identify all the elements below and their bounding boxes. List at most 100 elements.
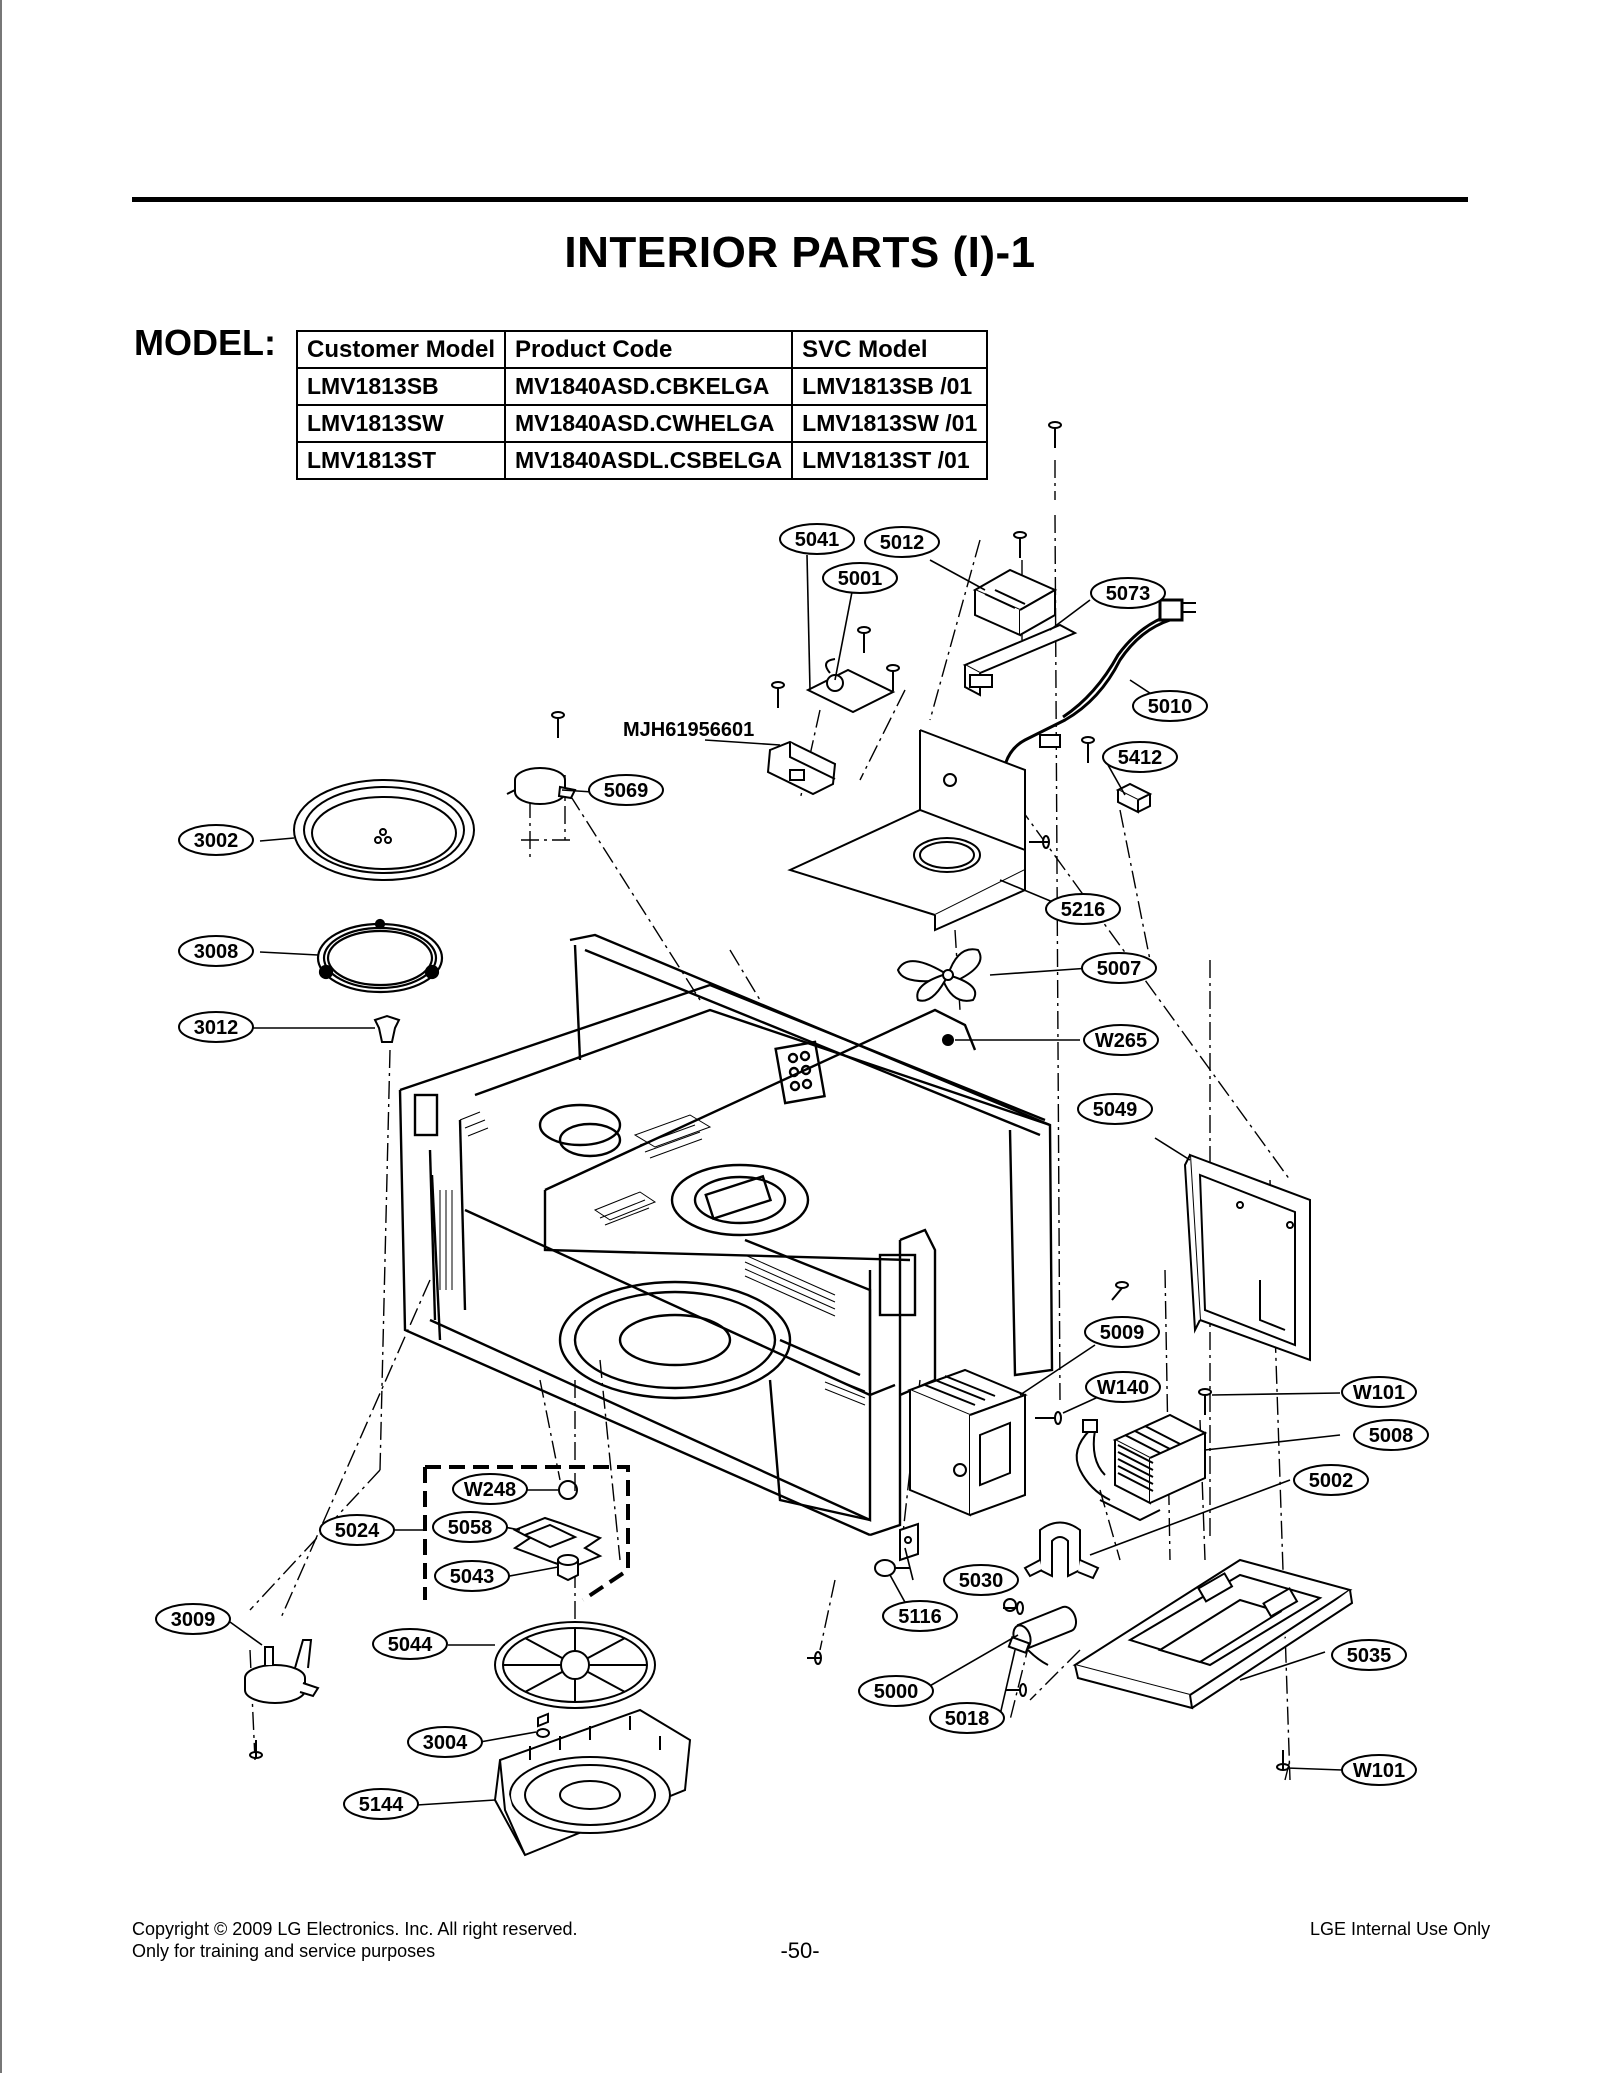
model-table: Customer Model Product Code SVC Model LM… bbox=[295, 330, 989, 480]
air-guide-5216 bbox=[787, 729, 1026, 932]
callout-oval bbox=[1132, 690, 1208, 722]
screw-icon bbox=[249, 1740, 263, 1759]
bracket-5073 bbox=[962, 623, 1078, 697]
callout-text: 3002 bbox=[194, 830, 239, 852]
part-callout-5012: 5012 bbox=[864, 526, 940, 558]
svc-model-cell: LMV1813SW /01 bbox=[791, 404, 989, 443]
roller-3004 bbox=[536, 1712, 550, 1738]
part-callout-5073: 5073 bbox=[1090, 577, 1166, 609]
power-cord-5010 bbox=[1003, 598, 1196, 766]
part-callout-3004: 3004 bbox=[407, 1726, 483, 1758]
part-callout-5000: 5000 bbox=[858, 1675, 934, 1707]
callout-oval bbox=[178, 1011, 254, 1043]
screw-icon bbox=[1035, 1411, 1062, 1425]
callout-text: 5043 bbox=[450, 1566, 495, 1588]
callout-text: 5073 bbox=[1106, 583, 1151, 605]
callout-text: 5058 bbox=[448, 1517, 493, 1539]
stirrer-motor-5069 bbox=[506, 767, 577, 805]
part-callout-5058: 5058 bbox=[432, 1511, 508, 1543]
turntable-motor-3009 bbox=[244, 1639, 320, 1704]
callout-oval bbox=[864, 526, 940, 558]
callout-oval bbox=[882, 1600, 958, 1632]
customer-model-cell: LMV1813SB bbox=[295, 367, 507, 406]
callout-oval bbox=[434, 1560, 510, 1592]
model-label: MODEL: bbox=[134, 322, 276, 363]
callout-text: 5412 bbox=[1118, 747, 1163, 769]
assembly-5024-box bbox=[423, 1465, 630, 1602]
callout-text: 5001 bbox=[838, 568, 883, 590]
product-code-cell: MV1840ASDL.CSBELGA bbox=[504, 441, 794, 480]
svc-model-cell: LMV1813SB /01 bbox=[791, 367, 989, 406]
callout-oval bbox=[452, 1473, 528, 1505]
callout-oval bbox=[1353, 1419, 1429, 1451]
callout-text: 5216 bbox=[1061, 899, 1106, 921]
callout-oval bbox=[1090, 577, 1166, 609]
copyright-text: Copyright © 2009 LG Electronics. Inc. Al… bbox=[132, 1919, 578, 1939]
callout-text: 3004 bbox=[423, 1732, 468, 1754]
turntable-support-5044 bbox=[494, 1621, 656, 1709]
part-callout-5041: 5041 bbox=[779, 523, 855, 555]
callout-oval bbox=[943, 1564, 1019, 1596]
callout-text: 5009 bbox=[1100, 1322, 1145, 1344]
callout-oval bbox=[779, 523, 855, 555]
part-callout-5018: 5018 bbox=[929, 1702, 1005, 1734]
callout-text: 5018 bbox=[945, 1708, 990, 1730]
shaft-5043 bbox=[557, 1554, 579, 1582]
part-callout-5035: 5035 bbox=[1331, 1639, 1407, 1671]
vent-grilles bbox=[439, 1111, 866, 1406]
part-number-label: MJH61956601 bbox=[623, 719, 754, 741]
product-code-cell: MV1840ASD.CBKELGA bbox=[504, 367, 794, 406]
fuse-holder-5030 bbox=[899, 1522, 919, 1562]
callout-text: 5012 bbox=[880, 532, 925, 554]
callout-text: W101 bbox=[1353, 1760, 1405, 1782]
callout-text: 5069 bbox=[604, 780, 649, 802]
screw-icon bbox=[1081, 736, 1095, 763]
side-panel-5049 bbox=[1183, 1153, 1311, 1362]
callout-text: 5007 bbox=[1097, 958, 1142, 980]
screw-icon bbox=[771, 681, 785, 708]
terminal-block-5012 bbox=[972, 568, 1058, 637]
callout-text: 5041 bbox=[795, 529, 840, 551]
callout-text: 5000 bbox=[874, 1681, 919, 1703]
callout-oval bbox=[1102, 741, 1178, 773]
internal-use-note: LGE Internal Use Only bbox=[1310, 1919, 1491, 1939]
part-callout-w140: W140 bbox=[1085, 1371, 1161, 1403]
callout-oval bbox=[372, 1628, 448, 1660]
part-callout-5116: 5116 bbox=[882, 1600, 958, 1632]
screw-icon bbox=[1198, 1388, 1212, 1415]
part-callout-5002: 5002 bbox=[1293, 1464, 1369, 1496]
part-callout-w101: W101 bbox=[1341, 1754, 1417, 1786]
callout-text: 3012 bbox=[194, 1017, 239, 1039]
screw-icon bbox=[1029, 835, 1050, 849]
glass-tray-3002 bbox=[293, 779, 475, 881]
part-callout-5001: 5001 bbox=[822, 562, 898, 594]
callout-text: 5035 bbox=[1347, 1645, 1392, 1667]
washer-w248 bbox=[558, 1480, 578, 1500]
sensor-5412 bbox=[1115, 782, 1153, 814]
callout-oval bbox=[178, 824, 254, 856]
callout-oval bbox=[929, 1702, 1005, 1734]
screw-icon bbox=[886, 664, 900, 691]
coupler-3012 bbox=[373, 1014, 401, 1043]
training-note: Only for training and service purposes bbox=[132, 1941, 436, 1961]
callout-oval bbox=[1083, 1024, 1159, 1056]
callout-text: W140 bbox=[1097, 1377, 1149, 1399]
callout-oval bbox=[155, 1603, 231, 1635]
callout-oval bbox=[1293, 1464, 1369, 1496]
screw-icon bbox=[1013, 531, 1027, 558]
callout-oval bbox=[407, 1726, 483, 1758]
part-callout-5412: 5412 bbox=[1102, 741, 1178, 773]
model-table-row: LMV1813ST MV1840ASDL.CSBELGA LMV1813ST /… bbox=[295, 441, 989, 480]
callout-oval bbox=[178, 935, 254, 967]
part-callout-5024: 5024 bbox=[319, 1514, 395, 1546]
callout-oval bbox=[1331, 1639, 1407, 1671]
model-table-header-row: Customer Model Product Code SVC Model bbox=[295, 330, 989, 369]
callout-text: 5024 bbox=[335, 1520, 380, 1542]
callout-oval bbox=[1084, 1316, 1160, 1348]
part-callout-3012: 3012 bbox=[178, 1011, 254, 1043]
callout-text: W248 bbox=[464, 1479, 516, 1501]
part-callout-5069: 5069 bbox=[588, 774, 664, 806]
part-callout-5010: 5010 bbox=[1132, 690, 1208, 722]
screws bbox=[249, 421, 1290, 1771]
callout-oval bbox=[319, 1514, 395, 1546]
